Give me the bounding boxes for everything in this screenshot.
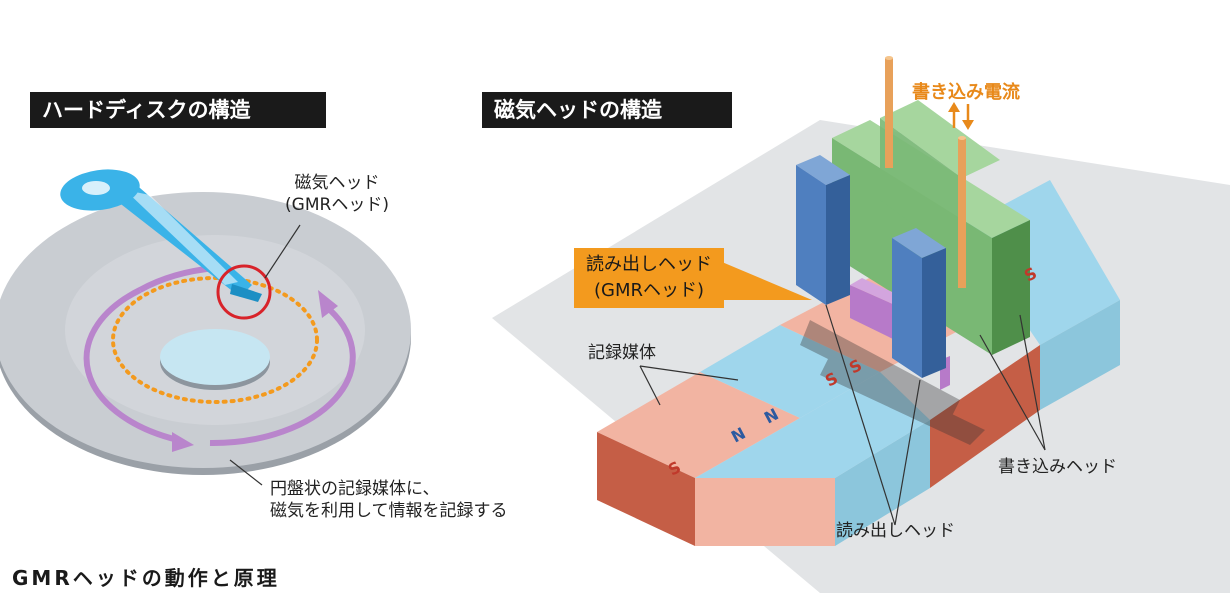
magnetic-head-label-line1: 磁気ヘッド bbox=[294, 173, 380, 193]
up-down-arrows-icon bbox=[948, 102, 974, 130]
callout-pointer bbox=[722, 262, 812, 300]
magnetic-head-label: 磁気ヘッド (GMRヘッド) bbox=[262, 172, 412, 216]
rotation-arrow-left bbox=[83, 287, 179, 443]
recording-medium-label: 記録媒体 bbox=[588, 343, 656, 363]
write-current-label: 書き込み電流 bbox=[912, 82, 1020, 103]
head-structure-title: 磁気ヘッドの構造 bbox=[482, 92, 732, 128]
disk-description: 円盤状の記録媒体に、 磁気を利用して情報を記録する bbox=[270, 478, 508, 522]
disk-hub bbox=[160, 329, 270, 385]
read-head-label: 読み出しヘッド bbox=[836, 521, 955, 541]
hdd-structure-title: ハードディスクの構造 bbox=[30, 92, 326, 128]
read-head-callout-line1: 読み出しヘッド bbox=[586, 254, 712, 275]
disk-description-line2: 磁気を利用して情報を記録する bbox=[270, 501, 508, 521]
gmr-element bbox=[850, 285, 895, 340]
medium-segment-s-left bbox=[597, 372, 800, 478]
red-circle-icon bbox=[216, 264, 272, 320]
read-head-callout-line2: (GMRヘッド) bbox=[593, 280, 705, 301]
footer-title: GMRヘッドの動作と原理 bbox=[12, 566, 280, 590]
write-current-leads bbox=[885, 56, 966, 288]
magnetic-head-label-line2: (GMRヘッド) bbox=[285, 195, 389, 215]
read-head bbox=[796, 155, 950, 390]
head-arm bbox=[60, 169, 262, 302]
write-head-label: 書き込みヘッド bbox=[998, 457, 1117, 477]
leader-lines bbox=[639, 304, 1046, 526]
read-head-callout: 読み出しヘッド (GMRヘッド) bbox=[574, 248, 724, 308]
hard-disk-illustration bbox=[0, 169, 411, 486]
medium-segment-n bbox=[700, 325, 880, 418]
disk-description-line1: 円盤状の記録媒体に、 bbox=[270, 479, 440, 499]
rotation-arrow-right bbox=[209, 307, 356, 447]
head-structure-illustration: S N N S S S bbox=[492, 56, 1230, 593]
data-track bbox=[111, 276, 319, 404]
